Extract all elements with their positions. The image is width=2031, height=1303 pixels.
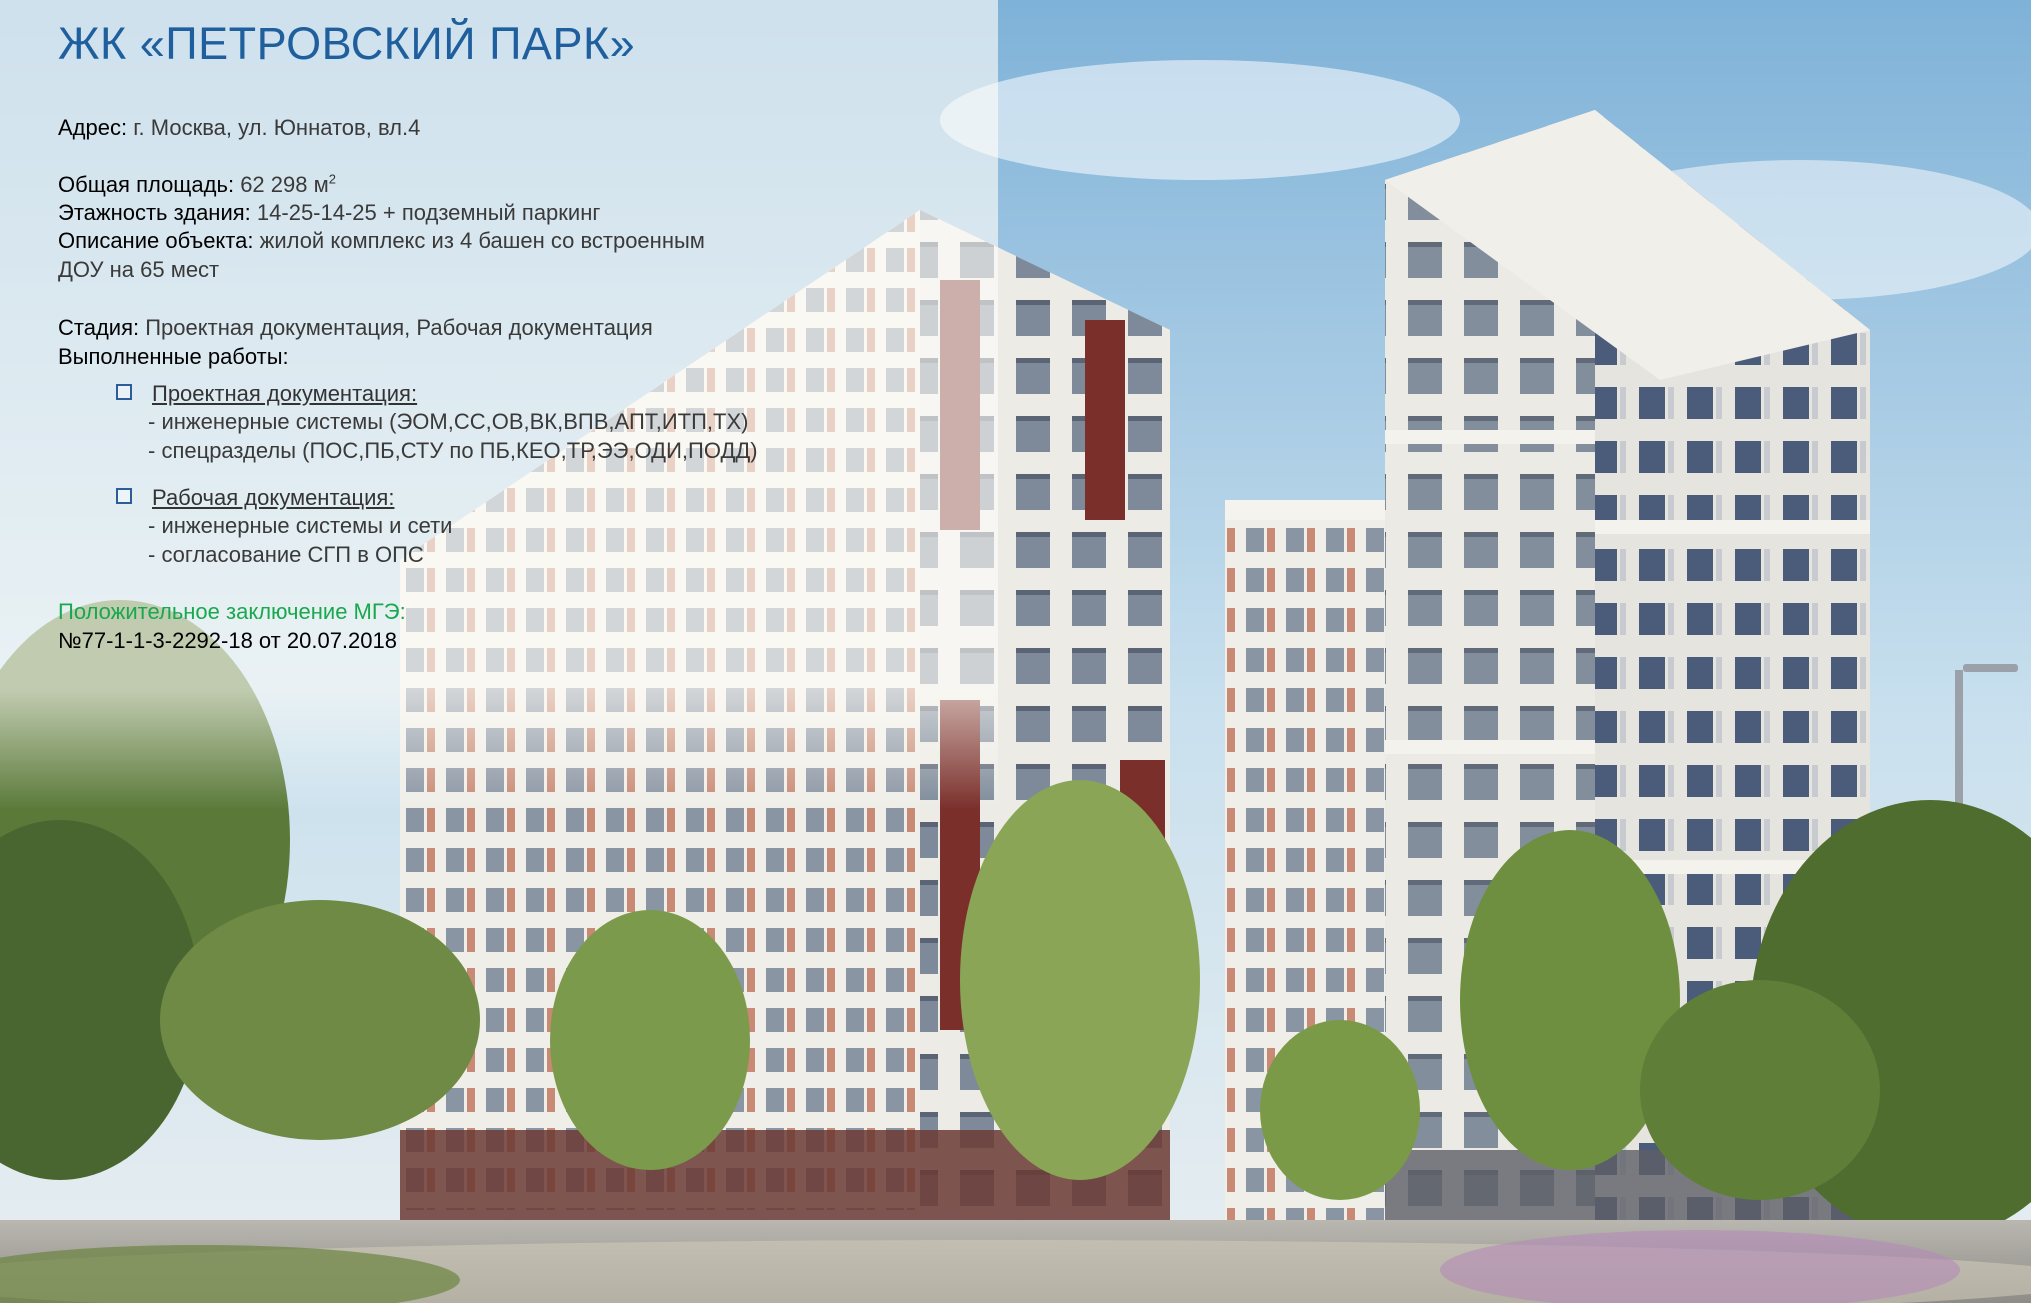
floors-line: Этажность здания: 14-25-14-25 + подземны… [58,199,600,227]
works-item-line: - согласование СГП в ОПС [148,541,424,569]
works-project-doc-title: Проектная документация: [152,381,418,406]
page-title: ЖК «ПЕТРОВСКИЙ ПАРК» [58,18,636,69]
stage-label: Стадия: [58,315,140,340]
stage-value: Проектная документация, Рабочая документ… [145,315,653,340]
conclusion-label-line: Положительное заключение МГЭ: [58,598,406,626]
area-line: Общая площадь: 62 298 м2 [58,171,336,199]
area-unit-superscript: 2 [328,171,336,187]
works-item-line: - инженерные системы и сети [148,512,452,540]
address-label: Адрес: [58,115,128,140]
works-working-doc-item-2: - согласование СГП в ОПС [148,542,424,567]
description-line: Описание объекта: жилой комплекс из 4 ба… [58,227,705,255]
works-project-doc-item-2: - спецразделы (ПОС,ПБ,СТУ по ПБ,КЕО,ТР,Э… [148,438,758,463]
area-value: 62 298 м [240,172,329,197]
area-label: Общая площадь: [58,172,235,197]
floors-label: Этажность здания: [58,200,251,225]
description-line-2: ДОУ на 65 мест [58,256,219,284]
works-item-title: Рабочая документация: [152,484,394,512]
works-label: Выполненные работы: [58,344,289,369]
works-project-doc-item-1: - инженерные системы (ЭОМ,СС,ОВ,ВК,ВПВ,А… [148,409,749,434]
checkbox-bullet-icon [116,384,132,400]
works-working-doc-title: Рабочая документация: [152,485,395,510]
works-heading: Выполненные работы: [58,343,289,371]
description-label: Описание объекта: [58,228,254,253]
conclusion-number: №77-1-1-3-2292-18 от 20.07.2018 [58,628,397,653]
description-value-line2: ДОУ на 65 мест [58,257,220,282]
conclusion-number-line: №77-1-1-3-2292-18 от 20.07.2018 [58,627,397,655]
info-panel-background [0,0,998,690]
conclusion-label: Положительное заключение МГЭ: [58,599,406,624]
address-line: Адрес: г. Москва, ул. Юннатов, вл.4 [58,114,420,142]
address-value: г. Москва, ул. Юннатов, вл.4 [133,115,421,140]
description-value-line1: жилой комплекс из 4 башен со встроенным [259,228,705,253]
works-working-doc-item-1: - инженерные системы и сети [148,513,453,538]
stage-line: Стадия: Проектная документация, Рабочая … [58,314,653,342]
works-item-line: - инженерные системы (ЭОМ,СС,ОВ,ВК,ВПВ,А… [148,408,748,436]
works-item-line: - спецразделы (ПОС,ПБ,СТУ по ПБ,КЕО,ТР,Э… [148,437,758,465]
works-item-title: Проектная документация: [152,380,417,408]
info-panel-fade [0,690,998,810]
checkbox-bullet-icon [116,488,132,504]
floors-value: 14-25-14-25 + подземный паркинг [256,200,601,225]
